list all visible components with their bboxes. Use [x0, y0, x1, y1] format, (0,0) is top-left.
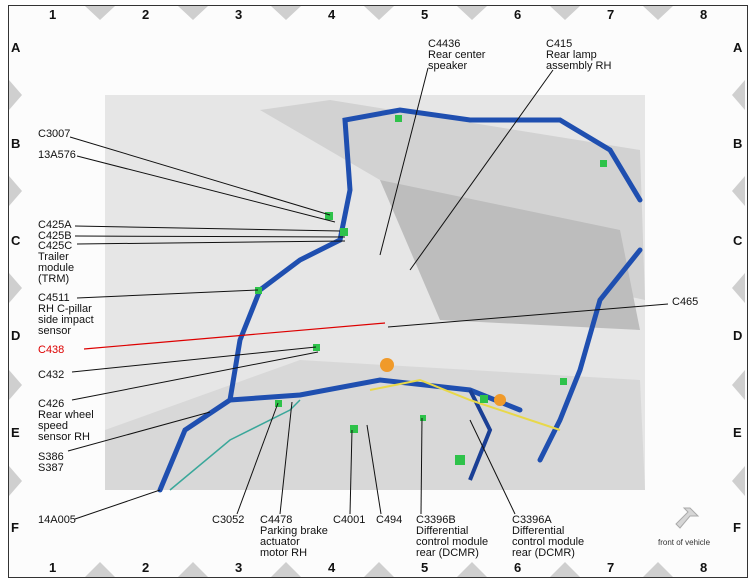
- col-3-bottom: 3: [235, 560, 243, 575]
- row-b-right: B: [733, 136, 743, 151]
- row-e-right: E: [733, 425, 742, 440]
- label-c494: C494: [376, 514, 403, 526]
- col-8-bottom: 8: [700, 560, 708, 575]
- row-f: F: [11, 520, 19, 535]
- row-c-right: C: [733, 233, 743, 248]
- label-c3007: C3007: [38, 128, 71, 140]
- col-8: 8: [700, 7, 708, 22]
- main-harness: [157, 107, 643, 493]
- c438-leader: [83, 322, 386, 350]
- label-c425b: C425B: [38, 230, 72, 242]
- label-c415: C415 Rear lamp assembly RH: [546, 38, 612, 72]
- col-4-bottom: 4: [328, 560, 336, 575]
- front-arrow-icon: [675, 507, 700, 529]
- label-13a576: 13A576: [38, 149, 76, 161]
- grid-markers: [9, 6, 745, 577]
- col-1-bottom: 1: [49, 560, 57, 575]
- row-d-right: D: [733, 328, 743, 343]
- col-1: 1: [49, 7, 57, 22]
- label-c4511: C4511 RH C-pillar side impact sensor: [38, 292, 94, 337]
- col-2-bottom: 2: [142, 560, 150, 575]
- label-c3396b: C3396B Differential control module rear …: [416, 514, 489, 559]
- label-c425a: C425A: [38, 219, 72, 231]
- label-c432: C432: [38, 369, 65, 381]
- front-of-vehicle-label: front of vehicle: [658, 538, 711, 547]
- label-s386-s387: S386 S387: [38, 451, 64, 474]
- connectors: [255, 115, 607, 465]
- label-c438: C438: [38, 344, 65, 356]
- label-14a005: 14A005: [38, 514, 76, 526]
- col-4: 4: [328, 7, 336, 22]
- col-2: 2: [142, 7, 150, 22]
- label-c465: C465: [672, 296, 699, 308]
- row-a: A: [11, 40, 21, 55]
- row-f-right: F: [733, 520, 741, 535]
- label-c3396a: C3396A Differential control module rear …: [512, 514, 585, 559]
- label-c4478: C4478 Parking brake actuator motor RH: [260, 514, 328, 559]
- row-a-right: A: [733, 40, 743, 55]
- label-c425c: C425C Trailer module (TRM): [38, 240, 75, 285]
- col-6: 6: [514, 7, 522, 22]
- col-6-bottom: 6: [514, 560, 522, 575]
- col-5-bottom: 5: [421, 560, 429, 575]
- col-7-bottom: 7: [607, 560, 615, 575]
- label-c3052: C3052: [212, 514, 245, 526]
- row-d: D: [11, 328, 21, 343]
- col-7: 7: [607, 7, 615, 22]
- col-3: 3: [235, 7, 243, 22]
- label-c4436: C4436 Rear center speaker: [428, 38, 486, 72]
- col-5: 5: [421, 7, 429, 22]
- label-c4001: C4001: [333, 514, 366, 526]
- row-c: C: [11, 233, 21, 248]
- label-c426: C426 Rear wheel speed sensor RH: [38, 398, 94, 443]
- row-e: E: [11, 425, 20, 440]
- leader-lines: [67, 67, 669, 520]
- row-b: B: [11, 136, 21, 151]
